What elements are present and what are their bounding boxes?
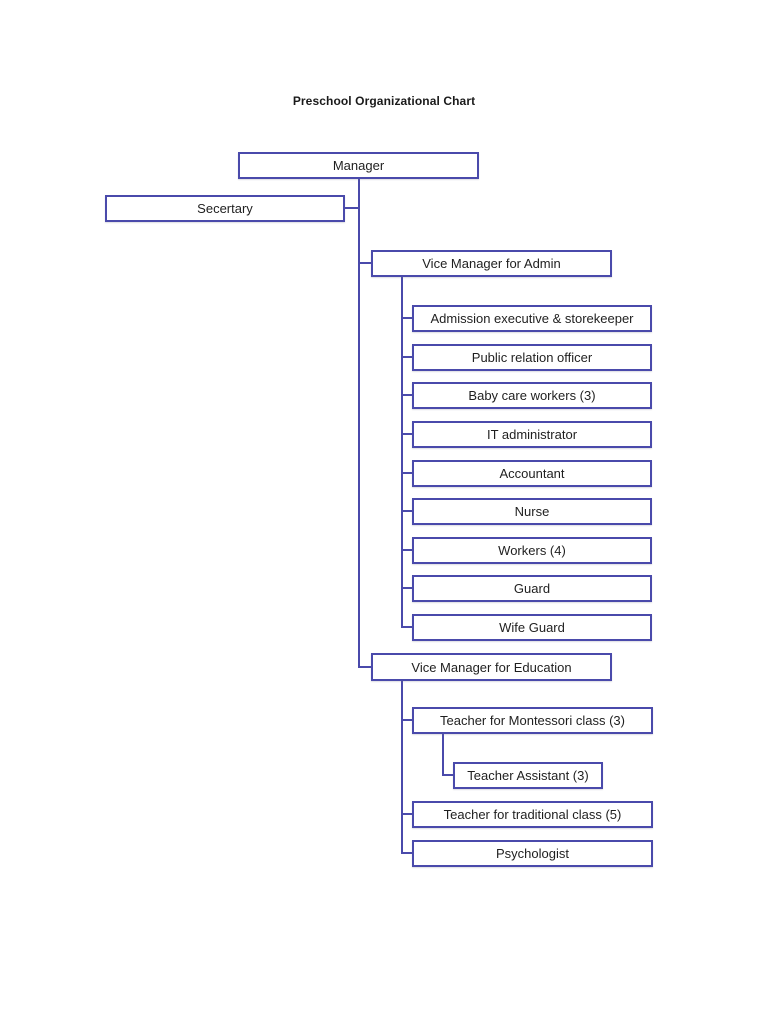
node-teacher-assistant: Teacher Assistant (3) (453, 762, 603, 789)
admin-child-connector-line (401, 356, 413, 358)
node-accountant: Accountant (412, 460, 652, 487)
chart-title: Preschool Organizational Chart (292, 94, 476, 108)
node-admission-executive-storekeeper: Admission executive & storekeeper (412, 305, 652, 332)
node-guard: Guard (412, 575, 652, 602)
node-wife-guard: Wife Guard (412, 614, 652, 641)
manager-trunk-line (358, 179, 360, 668)
education-children-trunk-line (401, 681, 403, 854)
node-teacher-montessori-class: Teacher for Montessori class (3) (412, 707, 653, 734)
admin-child-connector-line (401, 587, 413, 589)
vice-admin-connector-line (358, 262, 372, 264)
node-it-administrator: IT administrator (412, 421, 652, 448)
node-secretary: Secertary (105, 195, 345, 222)
admin-child-connector-line (401, 510, 413, 512)
admin-child-connector-line (401, 317, 413, 319)
admin-child-connector-line (401, 549, 413, 551)
node-teacher-traditional-class: Teacher for traditional class (5) (412, 801, 653, 828)
admin-child-connector-line (401, 433, 413, 435)
node-public-relation-officer: Public relation officer (412, 344, 652, 371)
node-nurse: Nurse (412, 498, 652, 525)
teacher-assistant-drop-line (442, 734, 444, 775)
node-manager: Manager (238, 152, 479, 179)
admin-child-connector-line (401, 394, 413, 396)
node-workers: Workers (4) (412, 537, 652, 564)
node-vice-manager-education: Vice Manager for Education (371, 653, 612, 681)
education-child-connector-line (401, 719, 413, 721)
admin-children-trunk-line (401, 277, 403, 628)
education-child-connector-line (401, 813, 413, 815)
admin-child-connector-line (401, 626, 413, 628)
admin-child-connector-line (401, 472, 413, 474)
education-child-connector-line (401, 852, 413, 854)
node-psychologist: Psychologist (412, 840, 653, 867)
node-vice-manager-admin: Vice Manager for Admin (371, 250, 612, 277)
vice-education-connector-line (358, 666, 372, 668)
teacher-assistant-connector-line (442, 774, 454, 776)
secretary-connector-line (344, 207, 360, 209)
node-baby-care-workers: Baby care workers (3) (412, 382, 652, 409)
